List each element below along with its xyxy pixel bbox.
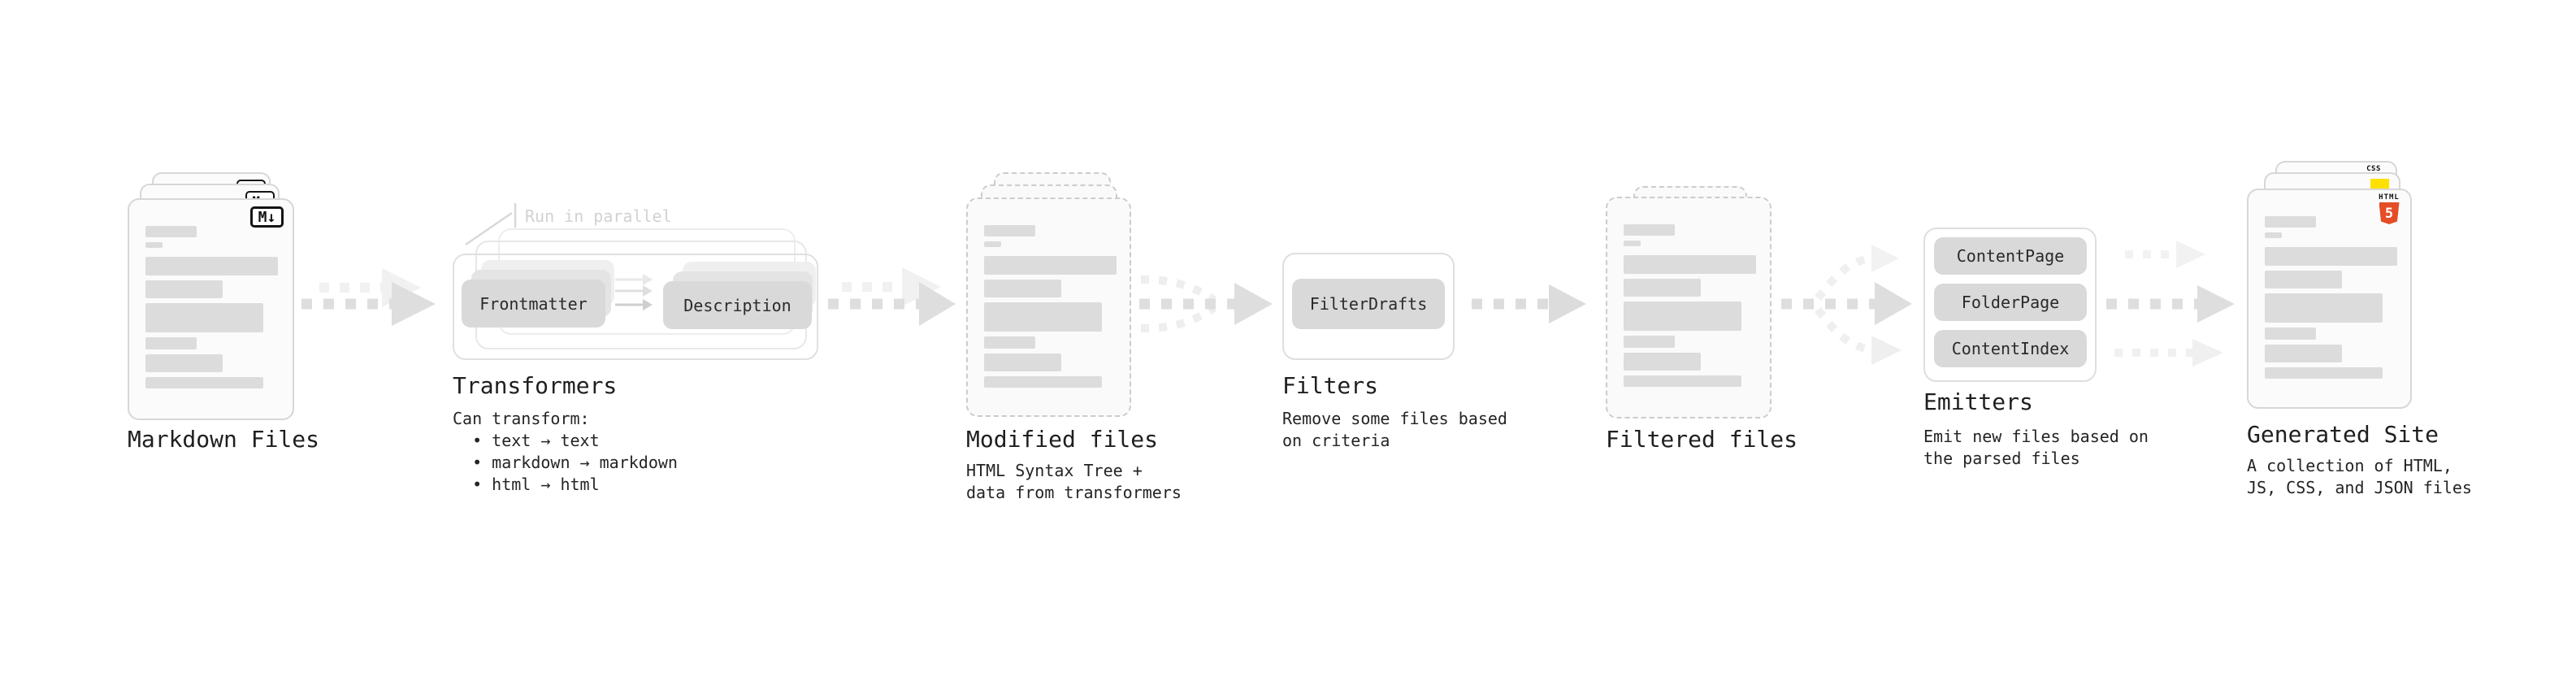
placeholder-text-bar [2265, 247, 2397, 266]
run-in-parallel-annotation: Run in parallel [525, 206, 672, 226]
arrow-markdown-to-transformers [301, 268, 436, 326]
placeholder-text-bar [2265, 345, 2342, 362]
placeholder-text-bar [984, 280, 1061, 297]
pill-contentpage: ContentPage [1934, 237, 2087, 275]
arrow-filtered-to-emitters [1781, 245, 1912, 365]
placeholder-text-bar [984, 354, 1061, 371]
stage-title-emitters: Emitters [1923, 388, 2033, 415]
js-icon [2370, 179, 2389, 189]
placeholder-text-bar [145, 257, 278, 275]
stage-subtitle-emitters: Emit new files based on the parsed files [1923, 427, 2149, 468]
html5-icon-label: HTML [2379, 193, 2400, 202]
placeholder-text-bar [2265, 327, 2316, 340]
placeholder-text-bar [984, 336, 1035, 349]
placeholder-text-bar [145, 377, 263, 388]
placeholder-text-bar [1624, 375, 1741, 387]
stage-title-filtered: Filtered files [1606, 426, 1798, 453]
arrow-transformers-to-modified [828, 267, 956, 326]
html5-icon: HTML 5 [2377, 193, 2401, 224]
stage-title-transformers: Transformers [453, 372, 618, 399]
placeholder-text-bar [145, 226, 197, 237]
arrow-filters-to-filtered [1472, 284, 1586, 323]
placeholder-text-bar [1624, 255, 1756, 274]
stage-subtitle-modified: HTML Syntax Tree + data from transformer… [966, 461, 1182, 502]
filtered-file-front [1606, 197, 1772, 419]
placeholder-text-bar [2265, 293, 2383, 323]
placeholder-text-bar [145, 354, 223, 372]
placeholder-text-bar [984, 302, 1102, 332]
stage-notes-transformers: Can transform: • text → text • markdown … [453, 409, 678, 494]
placeholder-text-bar [145, 242, 163, 248]
arrow-modified-to-filters [1139, 275, 1273, 332]
pill-folderpage: FolderPage [1934, 284, 2087, 321]
stage-subtitle-filters: Remove some files based on criteria [1282, 409, 1507, 450]
pill-description: Description [663, 281, 812, 329]
arrow-emitters-to-generated [2106, 241, 2235, 367]
stage-title-generated: Generated Site [2247, 421, 2439, 448]
placeholder-text-bar [984, 376, 1102, 388]
stage-title-markdown: Markdown Files [128, 426, 320, 453]
pill-contentindex: ContentIndex [1934, 330, 2087, 367]
arrow-frontmatter-to-description [615, 274, 653, 310]
placeholder-text-bar [2265, 271, 2342, 288]
generated-file-html: HTML 5 [2247, 189, 2412, 409]
pill-frontmatter: Frontmatter [462, 280, 605, 327]
placeholder-text-bar [145, 280, 223, 298]
markdown-icon: M↓ [250, 206, 284, 228]
html5-icon-shield: 5 [2379, 202, 2400, 224]
placeholder-text-bar [2265, 216, 2316, 228]
stage-subtitle-generated: A collection of HTML, JS, CSS, and JSON … [2247, 456, 2472, 497]
pill-filterdrafts: FilterDrafts [1292, 279, 1445, 329]
stage-title-modified: Modified files [966, 426, 1159, 453]
placeholder-text-bar [1624, 301, 1741, 331]
placeholder-text-bar [984, 241, 1001, 247]
placeholder-text-bar [984, 225, 1035, 236]
placeholder-text-bar [1624, 353, 1701, 371]
placeholder-text-bar [1624, 279, 1701, 297]
annotation-leader-line [465, 203, 517, 246]
placeholder-text-bar [145, 303, 263, 332]
placeholder-text-bar [984, 256, 1117, 275]
transformer-frame-front [453, 254, 818, 360]
css-icon-label: CSS [2366, 165, 2381, 173]
placeholder-text-bar [2265, 232, 2282, 238]
markdown-file-front: M↓ [128, 198, 294, 420]
placeholder-text-bar [145, 337, 197, 349]
modified-file-front [966, 197, 1131, 417]
placeholder-text-bar [1624, 336, 1675, 348]
stage-title-filters: Filters [1282, 372, 1379, 399]
placeholder-text-bar [1624, 224, 1675, 236]
placeholder-text-bar [2265, 367, 2383, 379]
placeholder-text-bar [1624, 241, 1641, 246]
